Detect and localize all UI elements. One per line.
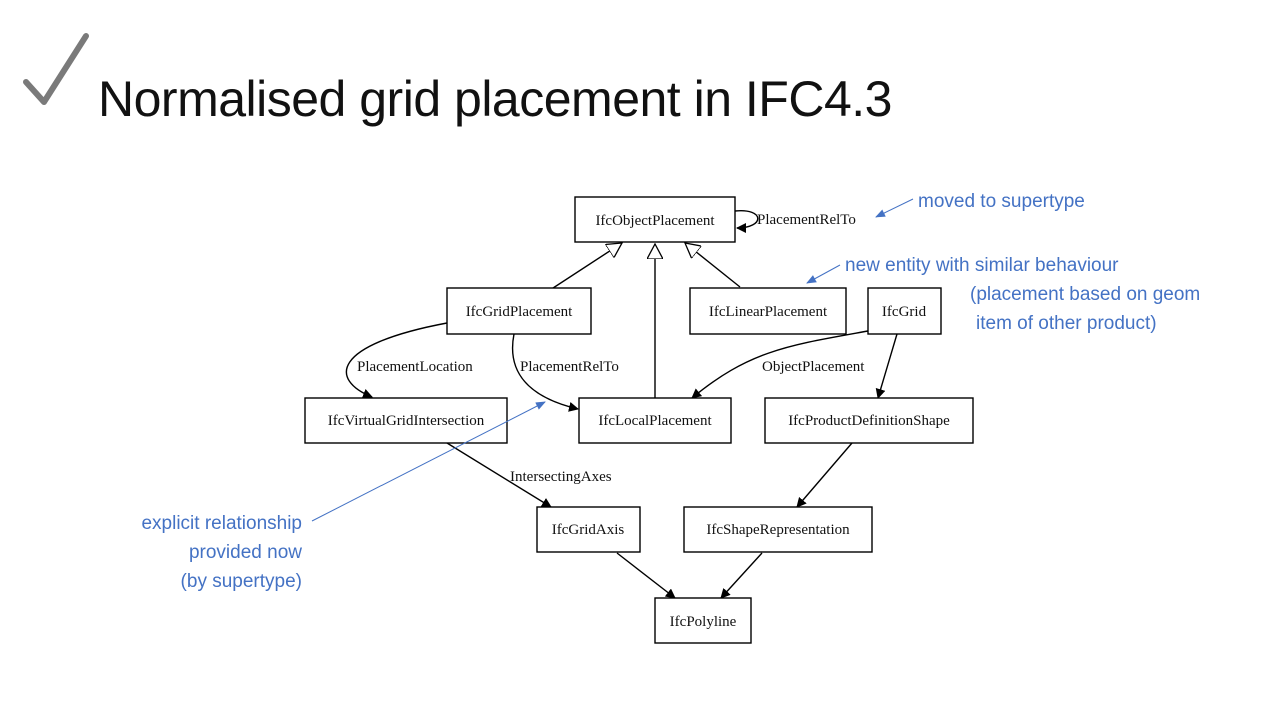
svg-text:moved to supertype: moved to supertype [918, 191, 1085, 212]
edge-placementrelto: PlacementRelTo [511, 333, 619, 412]
svg-text:explicit relationship: explicit relationship [141, 513, 302, 534]
edge-pds-shaperep [796, 442, 853, 508]
svg-text:IfcLocalPlacement: IfcLocalPlacement [598, 413, 712, 429]
svg-text:(placement based on geom: (placement based on geom [970, 284, 1200, 305]
svg-text:IfcGridAxis: IfcGridAxis [552, 522, 625, 538]
node-ifcvirtualgridintersection: IfcVirtualGridIntersection [304, 397, 508, 444]
svg-text:item of other product): item of other product) [976, 313, 1157, 334]
node-ifclinearplacement: IfcLinearPlacement [689, 287, 847, 335]
svg-text:IfcGridPlacement: IfcGridPlacement [466, 304, 573, 320]
annotation-explicit-relationship: explicit relationship provided now (by s… [141, 401, 546, 592]
svg-text:IfcPolyline: IfcPolyline [670, 614, 737, 630]
edge-label: ObjectPlacement [762, 359, 865, 375]
node-ifcgrid: IfcGrid [867, 287, 942, 335]
svg-text:IfcLinearPlacement: IfcLinearPlacement [709, 304, 828, 320]
node-ifcshaperepresentation: IfcShapeRepresentation [683, 506, 873, 553]
edge-inherit-linearplacement [685, 243, 741, 288]
annotation-moved-to-supertype: moved to supertype [875, 191, 1085, 218]
checkmark-icon [23, 33, 89, 105]
edge-label: IntersectingAxes [510, 469, 612, 485]
node-ifcproductdefinitionshape: IfcProductDefinitionShape [764, 397, 974, 444]
edge-intersectingaxes: IntersectingAxes [446, 442, 612, 508]
slide-title: Normalised grid placement in IFC4.3 [98, 71, 892, 127]
edge-inherit-gridplacement [549, 243, 622, 291]
node-ifcpolyline: IfcPolyline [654, 597, 752, 644]
edge-shaperep-polyline [720, 552, 763, 599]
edge-gridaxis-polyline [616, 552, 676, 599]
node-ifcobjectplacement: IfcObjectPlacement [574, 196, 736, 243]
svg-text:IfcGrid: IfcGrid [882, 304, 927, 320]
edge-label: PlacementLocation [357, 359, 473, 375]
svg-text:new entity with similar behavi: new entity with similar behaviour [845, 255, 1119, 276]
edge-label: PlacementRelTo [757, 212, 856, 228]
svg-text:IfcShapeRepresentation: IfcShapeRepresentation [706, 522, 850, 538]
edge-grid-pds [875, 333, 898, 399]
edge-label: PlacementRelTo [520, 359, 619, 375]
node-ifclocalplacement: IfcLocalPlacement [578, 397, 732, 444]
svg-text:(by supertype): (by supertype) [181, 571, 302, 592]
edge-placementlocation: PlacementLocation [345, 322, 473, 399]
annotation-new-entity: new entity with similar behaviour (place… [806, 255, 1200, 334]
node-ifcgridaxis: IfcGridAxis [536, 506, 641, 553]
edge-objectplacement: ObjectPlacement [691, 330, 869, 399]
svg-text:IfcProductDefinitionShape: IfcProductDefinitionShape [788, 413, 950, 429]
edge-self-placementrelto: PlacementRelTo [734, 210, 856, 233]
svg-text:provided now: provided now [189, 542, 302, 563]
svg-text:IfcObjectPlacement: IfcObjectPlacement [595, 213, 715, 229]
svg-text:IfcVirtualGridIntersection: IfcVirtualGridIntersection [328, 413, 485, 429]
node-ifcgridplacement: IfcGridPlacement [446, 287, 592, 335]
